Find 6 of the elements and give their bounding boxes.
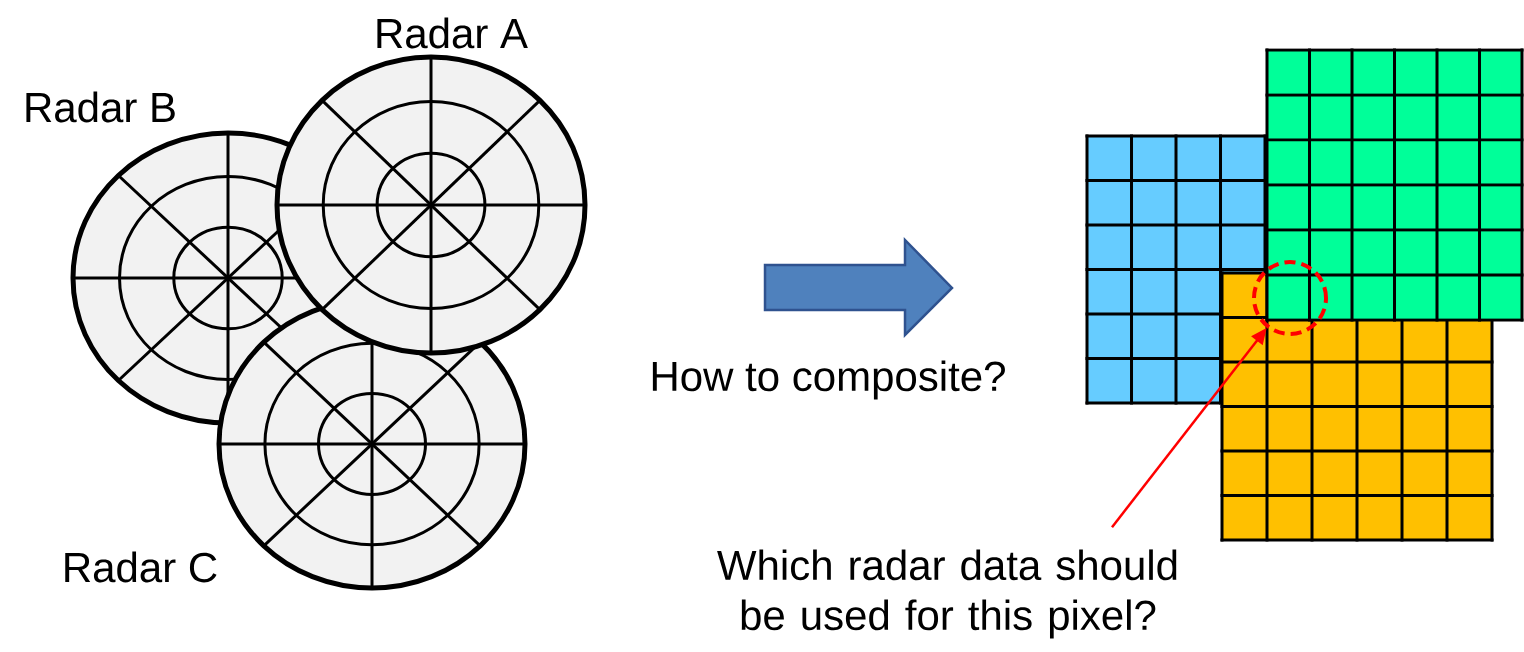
radar-label: Radar C [65,551,217,583]
radar-label: Radar B [26,91,175,123]
dashed-circle [1252,260,1328,336]
question-text: Which radar data should be used for this pixel? [717,549,1177,639]
question-text: How to composite? [652,360,1005,400]
radar-label: Radar A [377,17,528,49]
